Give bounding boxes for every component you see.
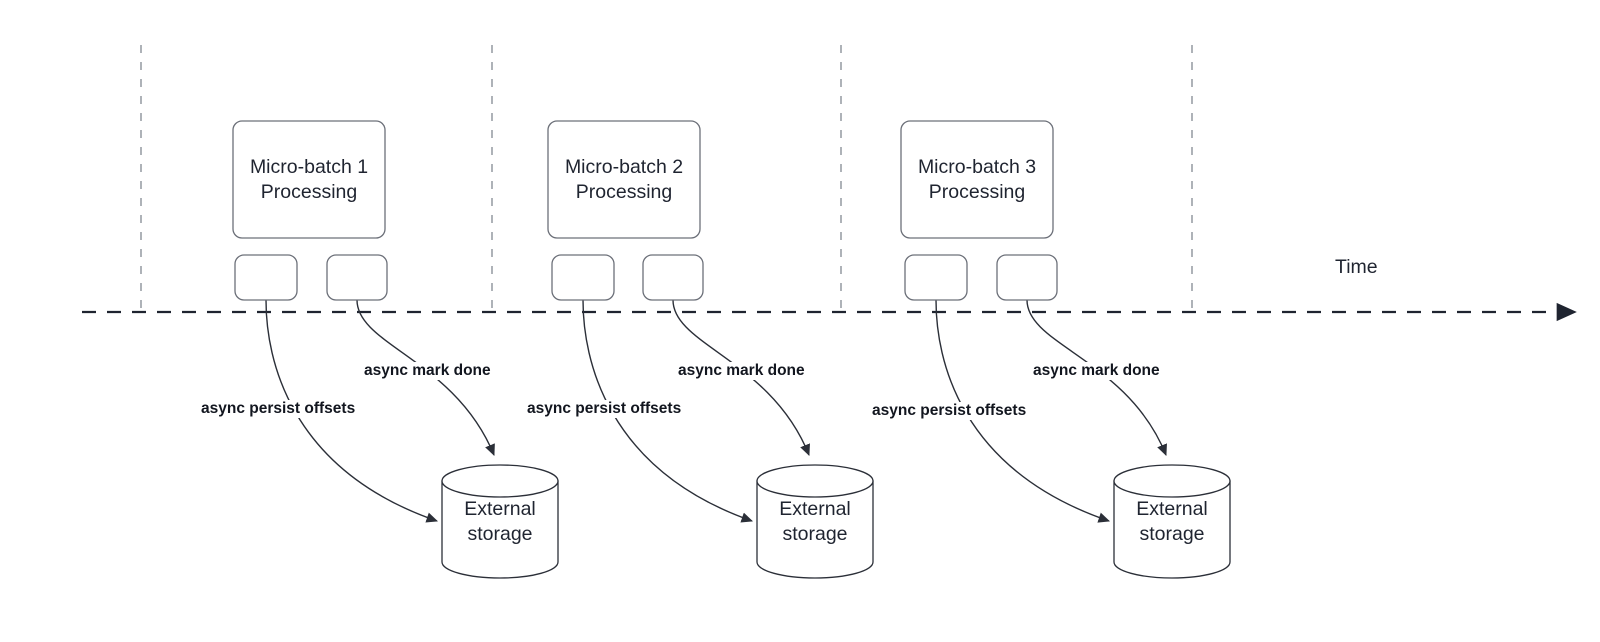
batch-1-label-async-mark-done: async mark done <box>362 362 493 380</box>
batch-3-task-mark[interactable] <box>996 254 1058 301</box>
batch-1-box[interactable] <box>232 120 386 239</box>
batch-3-label-async-mark-done: async mark done <box>1031 362 1162 380</box>
batch-2-label-async-persist-offsets: async persist offsets <box>525 400 684 418</box>
guide-lines-group <box>140 45 1193 313</box>
batch-2-task-mark[interactable] <box>642 254 704 301</box>
batch-2-box[interactable] <box>547 120 701 239</box>
batch-1-storage-cylinder-body[interactable] <box>441 480 559 579</box>
edges-group <box>265 299 1167 523</box>
time-axis-label: Time <box>1335 256 1378 278</box>
batch-1-storage-cylinder-top <box>441 464 559 498</box>
batch-3-storage-cylinder-body[interactable] <box>1113 480 1231 579</box>
batch-1-task-mark[interactable] <box>326 254 388 301</box>
batch-2-label-async-mark-done: async mark done <box>676 362 807 380</box>
batch-3-task-persist[interactable] <box>904 254 968 301</box>
batch-1-task-persist[interactable] <box>234 254 298 301</box>
batch-3-storage-cylinder-top <box>1113 464 1231 498</box>
batch-3-box[interactable] <box>900 120 1054 239</box>
batch-2-storage-cylinder-body[interactable] <box>756 480 874 579</box>
batch-3-edge-async-mark-done <box>1026 299 1167 456</box>
batch-2-task-persist[interactable] <box>551 254 615 301</box>
batch-2-edge-async-mark-done <box>672 299 810 456</box>
batch-3-label-async-persist-offsets: async persist offsets <box>870 402 1029 420</box>
batch-1-label-async-persist-offsets: async persist offsets <box>199 400 358 418</box>
batch-2-storage-cylinder-top <box>756 464 874 498</box>
nodes-group <box>232 120 1231 579</box>
batch-1-edge-async-mark-done <box>356 299 495 456</box>
